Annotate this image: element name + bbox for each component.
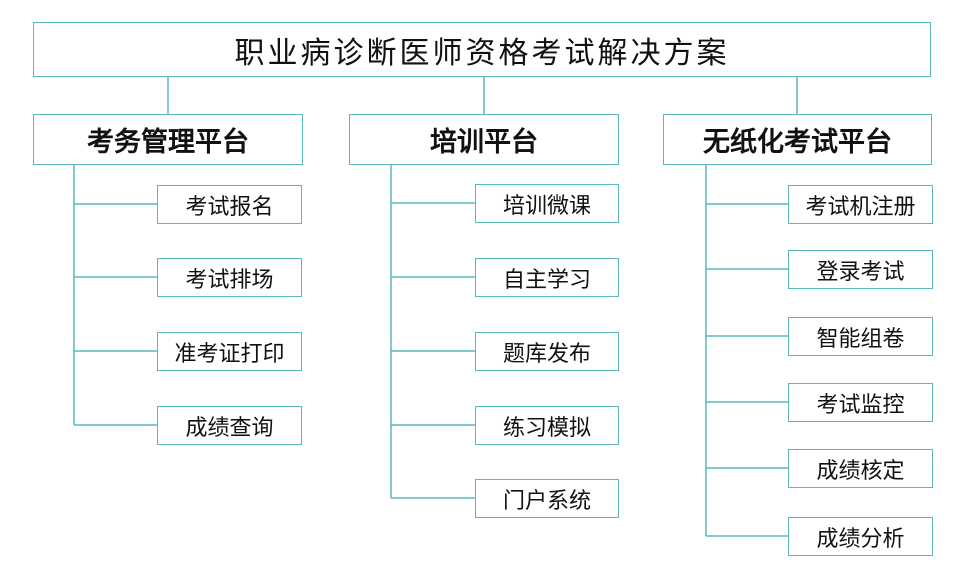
category-exam-management: 考务管理平台 bbox=[33, 114, 303, 165]
item-practice-simulation: 练习模拟 bbox=[475, 406, 619, 445]
item-exam-monitoring: 考试监控 bbox=[788, 383, 933, 422]
item-exam-registration: 考试报名 bbox=[157, 185, 302, 224]
item-portal-system: 门户系统 bbox=[475, 479, 619, 518]
item-admission-ticket-print: 准考证打印 bbox=[157, 332, 302, 371]
item-exam-scheduling: 考试排场 bbox=[157, 258, 302, 297]
item-score-verification: 成绩核定 bbox=[788, 449, 933, 488]
item-login-exam: 登录考试 bbox=[788, 250, 933, 289]
category-training: 培训平台 bbox=[349, 114, 619, 165]
page-title: 职业病诊断医师资格考试解决方案 bbox=[33, 22, 931, 77]
item-self-study: 自主学习 bbox=[475, 258, 619, 297]
item-exam-machine-registration: 考试机注册 bbox=[788, 185, 933, 224]
item-question-bank: 题库发布 bbox=[475, 332, 619, 371]
item-score-query: 成绩查询 bbox=[157, 406, 302, 445]
item-score-analysis: 成绩分析 bbox=[788, 517, 933, 556]
item-smart-paper-generation: 智能组卷 bbox=[788, 317, 933, 356]
item-training-microcourse: 培训微课 bbox=[475, 184, 619, 223]
category-paperless-exam: 无纸化考试平台 bbox=[663, 114, 932, 165]
